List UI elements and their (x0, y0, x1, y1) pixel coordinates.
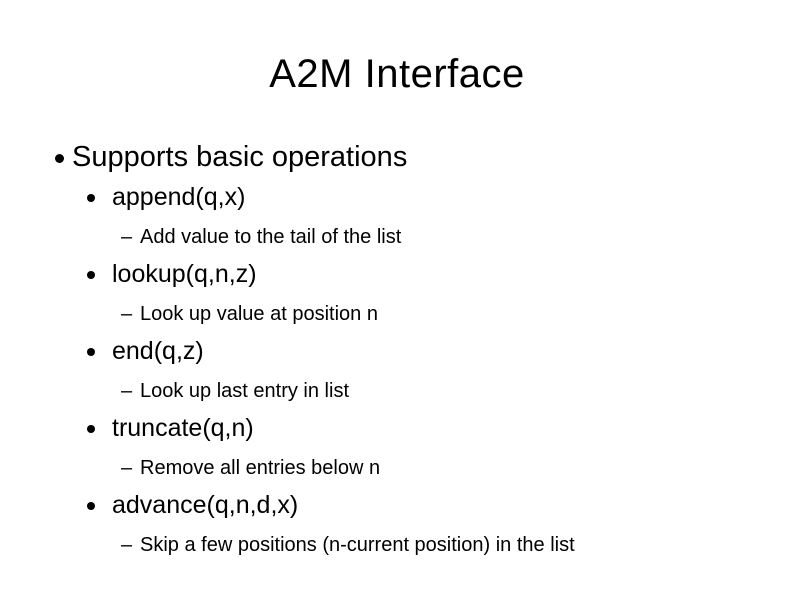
list-item-operation: lookup(q,n,z) (0, 259, 794, 289)
bullet-marker-box (87, 490, 112, 510)
dash-icon: – (121, 226, 133, 248)
operation-name: lookup(q,n,z) (112, 260, 257, 288)
operation-name: append(q,x) (112, 183, 246, 211)
bullet-icon (87, 348, 95, 356)
operation-description: Remove all entries below n (140, 457, 381, 479)
operation-block: truncate(q,n) – Remove all entries below… (0, 413, 794, 480)
bullet-marker-box (87, 336, 112, 356)
dash-marker-box: – (121, 225, 140, 249)
operation-name: truncate(q,n) (112, 414, 254, 442)
slide-body: Supports basic operations append(q,x) – … (0, 142, 794, 557)
operation-block: end(q,z) – Look up last entry in list (0, 336, 794, 403)
list-item-operation: advance(q,n,d,x) (0, 490, 794, 520)
bullet-icon (87, 502, 95, 510)
list-item-operation: append(q,x) (0, 182, 794, 212)
bullet-marker-box (87, 413, 112, 433)
operation-block: append(q,x) – Add value to the tail of t… (0, 182, 794, 249)
page-title: A2M Interface (269, 52, 525, 96)
operation-description: Look up last entry in list (140, 380, 349, 402)
list-item-description: – Skip a few positions (n-current positi… (0, 533, 794, 557)
operation-description: Look up value at position n (140, 303, 378, 325)
bullet-marker-box (87, 182, 112, 202)
dash-marker-box: – (121, 379, 140, 403)
list-item-level1: Supports basic operations (0, 142, 794, 172)
list-item-description: – Add value to the tail of the list (0, 225, 794, 249)
bullet-marker-box (55, 142, 72, 163)
dash-marker-box: – (121, 302, 140, 326)
list-item-description: – Look up value at position n (0, 302, 794, 326)
list-item-operation: truncate(q,n) (0, 413, 794, 443)
dash-icon: – (121, 534, 133, 556)
bullet-icon (55, 154, 64, 163)
bullet-icon (87, 425, 95, 433)
dash-icon: – (121, 380, 133, 402)
list-item-operation: end(q,z) (0, 336, 794, 366)
operation-block: advance(q,n,d,x) – Skip a few positions … (0, 490, 794, 557)
operation-description: Add value to the tail of the list (140, 226, 402, 248)
operation-name: end(q,z) (112, 337, 204, 365)
operation-name: advance(q,n,d,x) (112, 491, 299, 519)
dash-icon: – (121, 457, 133, 479)
operation-block: lookup(q,n,z) – Look up value at positio… (0, 259, 794, 326)
bullet-marker-box (87, 259, 112, 279)
bullet-icon (87, 271, 95, 279)
operation-description: Skip a few positions (n-current position… (140, 534, 575, 556)
bullet-icon (87, 194, 95, 202)
list-item-label: Supports basic operations (72, 141, 408, 173)
dash-icon: – (121, 303, 133, 325)
dash-marker-box: – (121, 456, 140, 480)
dash-marker-box: – (121, 533, 140, 557)
list-item-description: – Look up last entry in list (0, 379, 794, 403)
list-item-description: – Remove all entries below n (0, 456, 794, 480)
